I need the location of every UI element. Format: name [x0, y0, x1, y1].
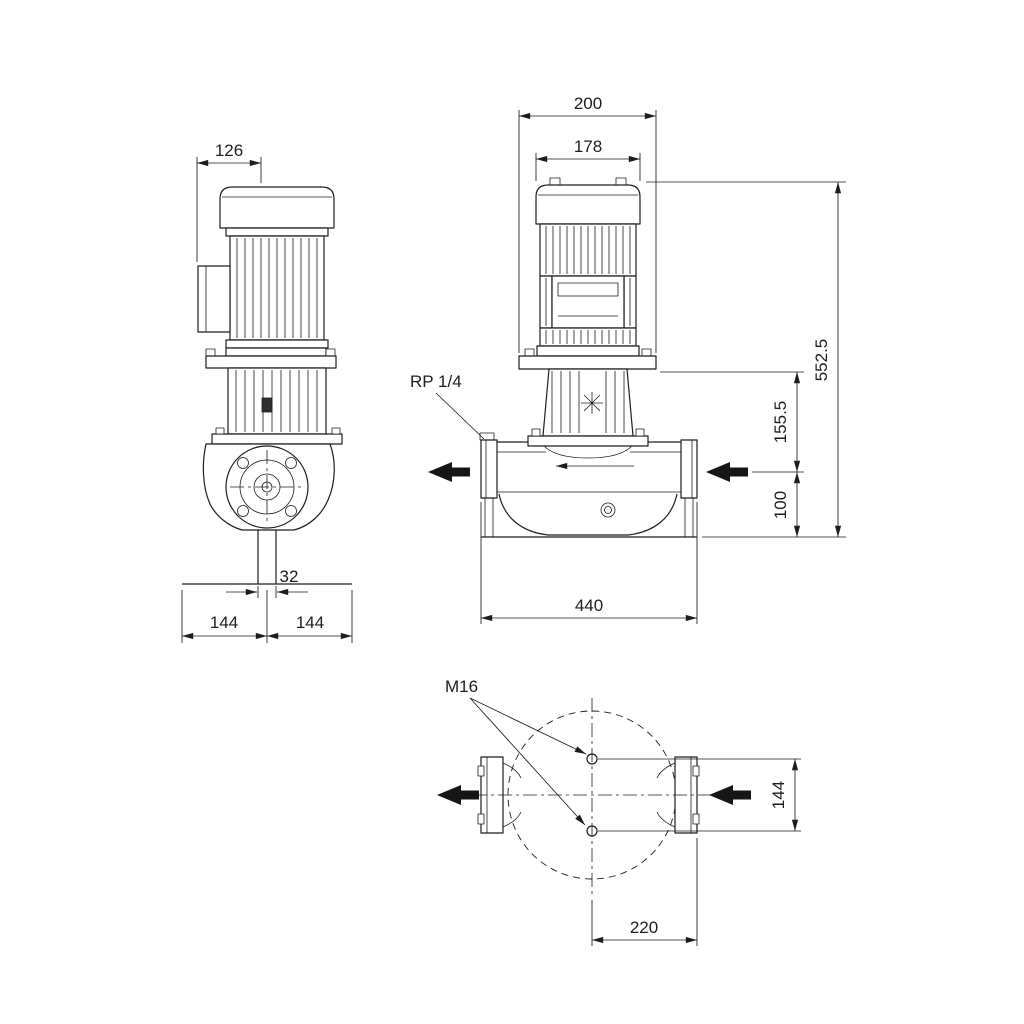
flange-slot-right-top: [692, 765, 700, 777]
dim-440-extensions: [480, 502, 698, 624]
motor-side-strip-fins: [545, 278, 631, 326]
terminal-box-lid: [557, 282, 619, 297]
plan-flow-arrow-left-icon: [437, 785, 479, 805]
front-motor: [524, 177, 652, 357]
side-volute: [182, 427, 352, 585]
flange-slot-left-bottom: [477, 813, 485, 825]
dim-flange-width: 200: [574, 94, 602, 113]
flange-bolt-hole-tr: [285, 457, 297, 469]
dim-motor-face-width: 126: [215, 141, 243, 160]
dim-552-extensions: [646, 181, 846, 538]
flange-bolt-hole-bl: [237, 505, 249, 517]
suction-flange: [480, 439, 498, 499]
motor-foot: [225, 347, 327, 357]
flange-legs: [484, 498, 694, 537]
dim-base-right: 144: [296, 613, 324, 632]
gauge-port-boss: [479, 432, 495, 441]
motor-cap: [219, 186, 335, 229]
bolt-size-label: M16: [445, 677, 478, 696]
front-view: 200 178 552.5 155.5 100 440 RP 1/4: [410, 94, 846, 624]
plan-flow-arrow-right-icon: [709, 785, 751, 805]
seal-chamber-dome: [543, 445, 633, 459]
flow-arrow-left-icon: [428, 462, 470, 482]
plan-view: M16 144 220: [437, 677, 801, 946]
side-dimensions: 126 32 144 144: [181, 141, 353, 643]
dim-port-to-port: 440: [575, 596, 603, 615]
side-view: 126 32 144 144: [181, 141, 353, 643]
seal-bolt-front-left: [531, 428, 541, 437]
terminal-box-side: [197, 265, 231, 333]
pedestal-pipe: [257, 530, 277, 584]
bolt-leader-bottom: [469, 697, 586, 826]
front-dimensions: 200 178 552.5 155.5 100 440 RP 1/4: [410, 94, 846, 624]
dim-178-extensions: [535, 153, 641, 181]
flange-bolt-hole-tl: [237, 457, 249, 469]
dim-200-extensions: [518, 110, 657, 353]
dim-32-extensions: [257, 586, 277, 598]
flange-slot-left-top: [477, 765, 485, 777]
side-motor: [197, 186, 336, 357]
lantern-front: [542, 368, 634, 437]
casing-hooks-right: [656, 762, 676, 828]
dim-port-centerline-height: 100: [771, 491, 790, 519]
motor-fins-upper: [545, 226, 631, 274]
motor-cap-front: [535, 184, 641, 225]
flange-bolt-hole-br: [285, 505, 297, 517]
dim-144-plan-extensions: [598, 758, 801, 832]
gauge-port-label: RP 1/4: [410, 372, 462, 391]
motor-fin-band-top: [225, 227, 329, 237]
lantern-body: [227, 367, 327, 435]
plan-dimensions: M16 144 220: [445, 677, 801, 946]
lantern-front-slots: [551, 371, 625, 433]
motor-flange-front: [536, 345, 640, 357]
lifting-eye-left: [549, 177, 561, 186]
casing-hooks-left: [502, 762, 522, 828]
drain-plug-inner: [604, 506, 612, 514]
flange-bolt-left: [205, 348, 216, 357]
coupling: [261, 397, 273, 413]
stool-top-plate: [205, 355, 337, 369]
spec-star-icon: [581, 392, 603, 414]
stool-bolt-right: [641, 348, 652, 357]
front-volute: [479, 432, 698, 538]
lifting-eye-right: [615, 177, 627, 186]
motor-fins-lower: [545, 330, 631, 344]
dim-total-height: 552.5: [812, 339, 831, 382]
dim-mid-height: 155.5: [771, 401, 790, 444]
gauge-port-leader: [435, 392, 485, 440]
seal-plate-front: [527, 435, 649, 447]
stool-bolt-left: [524, 348, 535, 357]
side-stool: [205, 355, 337, 435]
seal-bolt-left: [215, 427, 225, 435]
dim-center-to-flange: 220: [630, 918, 658, 937]
flange-bolt-right: [325, 348, 336, 357]
dim-bolt-spacing: 144: [769, 781, 788, 809]
dim-144-extensions: [181, 590, 353, 643]
dim-126-extensions: [196, 157, 262, 262]
stool-top-plate-front: [518, 355, 657, 370]
discharge-flange: [680, 439, 698, 499]
dim-base-left: 144: [210, 613, 238, 632]
dim-motor-width: 178: [574, 137, 602, 156]
front-stool: [518, 355, 657, 447]
flange-slot-right-bottom: [692, 813, 700, 825]
seal-bolt-right: [331, 427, 341, 435]
seal-bolt-front-right: [635, 428, 645, 437]
volute-belly: [498, 493, 678, 536]
seal-plate: [211, 433, 343, 445]
dim-port-diameter: 32: [280, 567, 299, 586]
motor-fins: [236, 238, 318, 338]
bolt-leader-top: [469, 697, 587, 755]
flange-centerlines: [230, 450, 304, 524]
flow-arrow-right-icon: [706, 462, 748, 482]
motor-fin-band-bottom: [225, 339, 329, 349]
